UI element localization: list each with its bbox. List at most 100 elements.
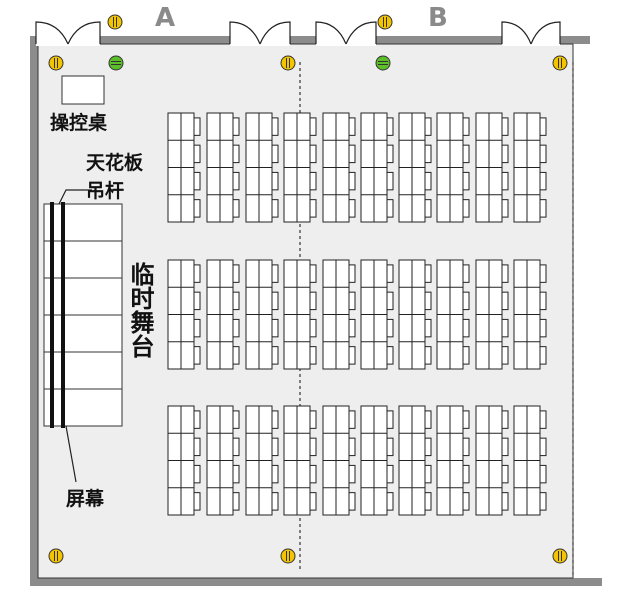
chair	[462, 291, 470, 311]
chair	[309, 291, 317, 311]
room-label-a: A	[155, 3, 176, 33]
table-group	[283, 112, 317, 223]
chair	[348, 199, 356, 218]
chair	[424, 437, 432, 457]
speaker-icon	[48, 548, 64, 564]
chair	[193, 492, 201, 511]
chair	[271, 199, 279, 218]
ceiling-rod-label-line1: 天花板	[86, 152, 144, 174]
chair	[271, 171, 279, 191]
chair	[193, 291, 201, 311]
screen-leader	[65, 425, 77, 483]
table-group	[206, 259, 240, 370]
chair	[232, 464, 240, 484]
chair	[501, 117, 509, 136]
chair	[232, 199, 240, 218]
table-group	[436, 259, 470, 370]
chair	[309, 199, 317, 218]
table-group	[322, 405, 356, 516]
ceiling-rod-leader	[58, 189, 92, 205]
chair	[348, 346, 356, 365]
table-group	[513, 112, 547, 223]
chair	[232, 437, 240, 457]
chair	[309, 144, 317, 164]
chair	[501, 318, 509, 338]
speaker-icon	[280, 548, 296, 564]
chair	[193, 264, 201, 283]
table-group	[436, 405, 470, 516]
chair	[193, 464, 201, 484]
chair	[462, 171, 470, 191]
table-group	[475, 405, 509, 516]
chair	[386, 346, 394, 365]
chair	[462, 346, 470, 365]
screen-bar	[61, 202, 65, 428]
chair	[501, 346, 509, 365]
chair	[539, 117, 547, 136]
chair	[232, 144, 240, 164]
chair	[501, 264, 509, 283]
chair	[462, 437, 470, 457]
speaker-icon	[377, 14, 393, 30]
chair	[271, 117, 279, 136]
chair	[501, 410, 509, 429]
chair	[193, 199, 201, 218]
chair	[386, 492, 394, 511]
speaker-icon	[280, 55, 296, 71]
table-group	[245, 259, 279, 370]
chair	[309, 318, 317, 338]
chair	[271, 318, 279, 338]
chair	[424, 171, 432, 191]
chair	[348, 291, 356, 311]
table-group	[360, 405, 394, 516]
light-icon	[108, 55, 124, 71]
chair	[462, 492, 470, 511]
chair	[309, 492, 317, 511]
table-group	[167, 405, 201, 516]
chair	[232, 291, 240, 311]
room-label-b: B	[428, 3, 448, 33]
chair	[424, 291, 432, 311]
chair	[193, 437, 201, 457]
door-icon	[501, 21, 561, 46]
chair	[539, 144, 547, 164]
chair	[309, 437, 317, 457]
chair	[424, 144, 432, 164]
chair	[232, 410, 240, 429]
chair	[271, 264, 279, 283]
chair	[271, 492, 279, 511]
chair	[193, 144, 201, 164]
temp-stage-label: 临时舞台	[126, 262, 154, 358]
chair	[348, 464, 356, 484]
ceiling-rod-bar	[50, 202, 54, 428]
chair	[271, 464, 279, 484]
chair	[424, 346, 432, 365]
chair	[462, 117, 470, 136]
chair	[386, 464, 394, 484]
table-group	[360, 112, 394, 223]
speaker-icon	[107, 14, 123, 30]
chair	[462, 199, 470, 218]
chair	[501, 291, 509, 311]
chair	[386, 264, 394, 283]
light-icon	[375, 55, 391, 71]
screen-label: 屏幕	[66, 488, 105, 510]
chair	[462, 464, 470, 484]
table-group	[322, 259, 356, 370]
wall-top	[30, 36, 590, 44]
table-group	[322, 112, 356, 223]
chair	[232, 492, 240, 511]
chair	[348, 171, 356, 191]
chair	[193, 117, 201, 136]
table-group	[245, 405, 279, 516]
chair	[424, 117, 432, 136]
chair	[386, 117, 394, 136]
chair	[348, 437, 356, 457]
speaker-icon	[552, 55, 568, 71]
chair	[539, 264, 547, 283]
table-group	[206, 112, 240, 223]
door-icon	[35, 21, 101, 46]
chair	[193, 318, 201, 338]
chair	[539, 346, 547, 365]
speaker-icon	[48, 55, 64, 71]
